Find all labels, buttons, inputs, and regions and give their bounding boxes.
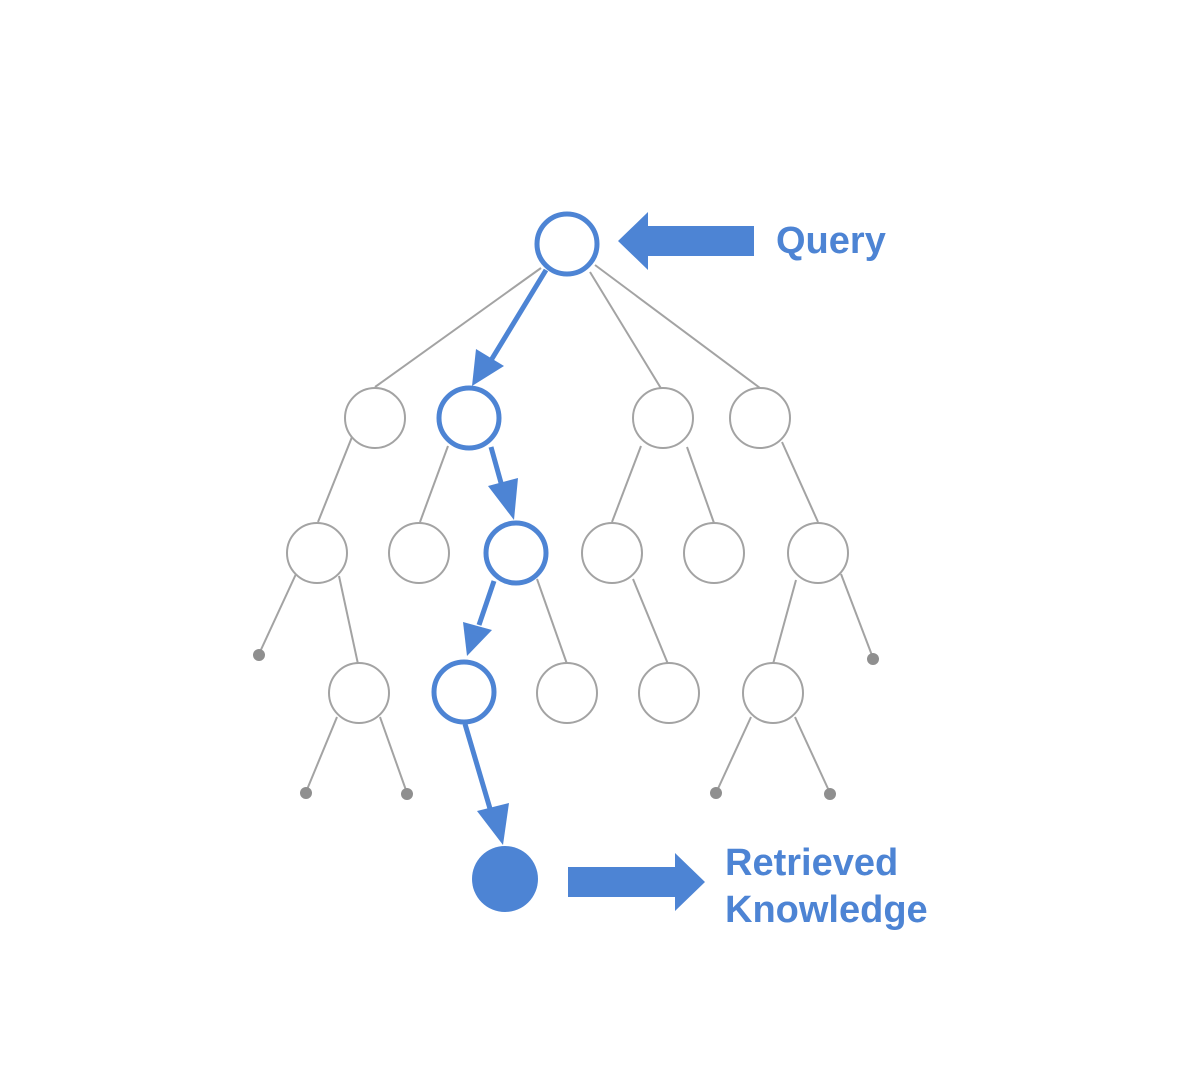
leaf-dot (253, 649, 265, 661)
query-arrow-icon (618, 212, 754, 270)
tree-node (683, 522, 745, 584)
retrieved-label-line1: Retrieved (725, 842, 898, 884)
edge-l3e-dot6 (794, 716, 831, 794)
path-arrow-head (472, 349, 504, 386)
path-arrow-l2-l3 (476, 580, 497, 626)
tree-node (729, 387, 791, 449)
path-node-level2 (483, 520, 549, 586)
retrieved-label-line2: Knowledge (725, 889, 928, 931)
path-arrow-l3-target (462, 723, 494, 813)
tree-node (742, 662, 804, 724)
leaf-dot (300, 787, 312, 799)
query-indicator: Query (618, 212, 886, 270)
leaf-dot (710, 787, 722, 799)
edge-l3a-dot3 (305, 716, 338, 793)
retrieved-indicator: Retrieved Knowledge (568, 842, 928, 931)
tree-node (536, 662, 598, 724)
retrieved-arrow-icon (568, 853, 705, 911)
leaf-dot (867, 653, 879, 665)
edge-l2c-l3c (536, 578, 568, 665)
edge-l2f-l3e (772, 579, 797, 665)
path-node-level3 (431, 659, 497, 725)
edge-l1c-l2e (686, 446, 715, 524)
tree-node (286, 522, 348, 584)
tree-node (581, 522, 643, 584)
tree-node (388, 522, 450, 584)
path-node-level1 (436, 385, 502, 451)
leaf-dots (253, 649, 879, 800)
path-nodes (431, 211, 600, 912)
edge-l1c-l2d (611, 445, 642, 523)
path-arrow-root-l1 (487, 268, 549, 364)
edge-l2a-l3a (338, 575, 359, 665)
tree-edges (258, 264, 874, 794)
path-arrow-head (463, 622, 492, 656)
retrieved-node (472, 846, 538, 912)
edge-l2a-dot1 (258, 573, 297, 655)
leaf-dot (401, 788, 413, 800)
edge-l1b-l2b (419, 445, 449, 523)
tree-nodes (286, 387, 849, 724)
edge-root-l1c (589, 271, 663, 391)
path-arrow-head (477, 803, 509, 845)
edge-root-l1d (594, 264, 761, 389)
query-label: Query (776, 220, 886, 262)
root-node (534, 211, 600, 277)
edge-root-l1a (374, 267, 542, 388)
traversal-path (462, 268, 549, 845)
tree-node (344, 387, 406, 449)
tree-node (787, 522, 849, 584)
leaf-dot (824, 788, 836, 800)
tree-node (638, 662, 700, 724)
path-arrow-head (488, 478, 518, 520)
tree-node (328, 662, 390, 724)
edge-l1a-l2a (317, 436, 353, 523)
edge-l1d-l2f (781, 441, 819, 523)
tree-node (632, 387, 694, 449)
edge-l3a-dot4 (379, 716, 408, 794)
edge-l2f-dot2 (840, 573, 874, 659)
edge-l2d-l3d (632, 578, 669, 665)
edge-l3e-dot5 (715, 716, 752, 794)
